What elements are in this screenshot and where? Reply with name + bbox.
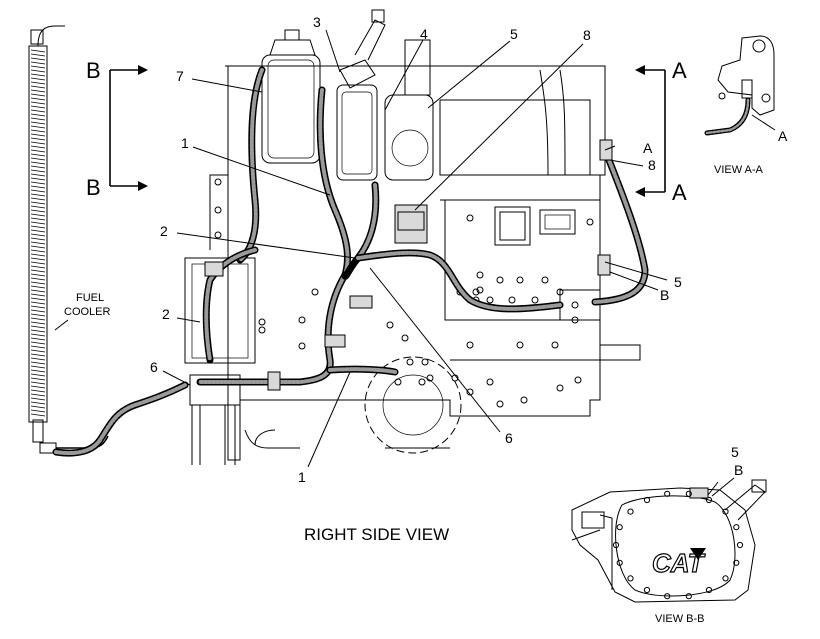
callout-2-lower: 2 bbox=[162, 306, 170, 322]
callout-8-side: 8 bbox=[648, 157, 656, 173]
callout-6-lower: 6 bbox=[505, 430, 513, 446]
wiring-harness bbox=[52, 66, 649, 457]
section-a-top-label: A bbox=[672, 58, 687, 83]
fuel-filter-5 bbox=[384, 39, 434, 181]
fuel-filter-7 bbox=[261, 29, 321, 164]
view-bb-callout-5: 5 bbox=[731, 444, 739, 460]
callout-3: 3 bbox=[313, 14, 321, 30]
fuel-cooler bbox=[28, 25, 109, 454]
callout-5-upper: 5 bbox=[510, 26, 518, 42]
callout-b-side: B bbox=[660, 287, 669, 303]
callout-2-upper: 2 bbox=[160, 223, 168, 239]
callout-4: 4 bbox=[420, 26, 428, 42]
section-a-marker: A A bbox=[635, 58, 687, 205]
callouts-main: 1 1 2 2 3 4 5 5 6 6 7 8 bbox=[150, 14, 682, 485]
callout-7: 7 bbox=[176, 68, 184, 84]
callout-1-lower: 1 bbox=[298, 469, 306, 485]
leader-lines bbox=[162, 29, 668, 468]
view-bb-callout-b: B bbox=[734, 462, 743, 478]
callout-a-side: A bbox=[643, 140, 653, 156]
section-b-top-label: B bbox=[86, 58, 101, 83]
view-bb: 5 B CAT VIEW B-B bbox=[571, 444, 767, 625]
fuel-filter-4 bbox=[336, 84, 378, 181]
fuel-pump-3 bbox=[339, 9, 386, 89]
view-bb-caption: VIEW B-B bbox=[655, 613, 705, 625]
callout-1-upper: 1 bbox=[181, 135, 189, 151]
fuel-cooler-label: FUEL COOLER bbox=[54, 292, 111, 331]
section-b-marker: B B bbox=[86, 58, 148, 200]
callout-6-left: 6 bbox=[150, 359, 158, 375]
fuel-cooler-label-line2: COOLER bbox=[64, 306, 111, 318]
callout-5-right: 5 bbox=[674, 274, 682, 290]
engine-block bbox=[184, 65, 641, 465]
callouts-side: A 8 B bbox=[643, 140, 669, 303]
view-aa-callout: A bbox=[778, 128, 788, 144]
fuel-cooler-label-line1: FUEL bbox=[76, 292, 104, 304]
view-title: RIGHT SIDE VIEW bbox=[304, 525, 449, 544]
section-b-bottom-label: B bbox=[86, 175, 101, 200]
view-aa: A VIEW A-A bbox=[704, 35, 788, 176]
view-aa-caption: VIEW A-A bbox=[714, 164, 764, 176]
section-a-bottom-label: A bbox=[672, 180, 687, 205]
engine-bolts bbox=[214, 178, 594, 408]
callout-8-upper: 8 bbox=[583, 27, 591, 43]
